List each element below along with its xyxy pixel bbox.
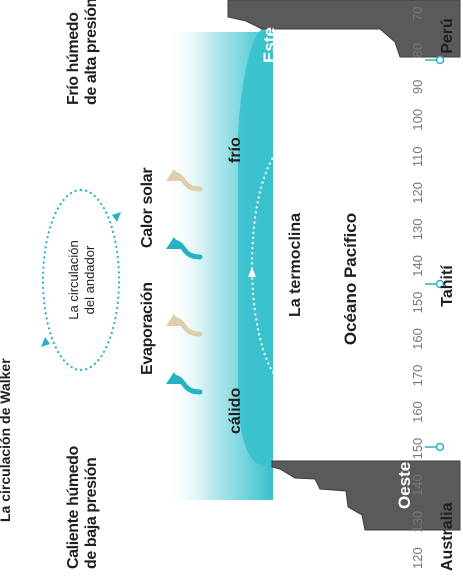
longitude-tick-label: 150 bbox=[410, 438, 425, 460]
thermocline-label: La termoclina bbox=[287, 213, 304, 317]
longitude-tick-label: 160 bbox=[410, 401, 425, 423]
location-pin-icon bbox=[437, 444, 444, 451]
pressure-right-line-1: Frío húmedo bbox=[65, 12, 82, 105]
longitude-tick-label: 120 bbox=[410, 182, 425, 204]
place-peru: Perú bbox=[439, 18, 456, 54]
place-australia: Australia bbox=[439, 502, 456, 571]
west-landmass bbox=[272, 461, 460, 530]
circulation-label-line-2: del andador bbox=[82, 245, 97, 314]
circulation-label-line-1: La circulación bbox=[66, 240, 81, 320]
solar-heat-label: Calor solar bbox=[139, 168, 156, 248]
page-title: La circulación de Walker bbox=[0, 358, 13, 522]
longitude-tick-label: 140 bbox=[410, 474, 425, 496]
longitude-tick-label: 70 bbox=[410, 7, 425, 21]
longitude-tick-label: 100 bbox=[410, 109, 425, 131]
evaporation-label: Evaporación bbox=[139, 282, 156, 375]
circulation-loop-icon bbox=[41, 190, 121, 370]
longitude-tick-label: 170 bbox=[410, 365, 425, 387]
longitude-tick-label: 140 bbox=[410, 255, 425, 277]
warm-label: cálido bbox=[227, 388, 244, 434]
longitude-tick-label: 80 bbox=[410, 43, 425, 57]
pressure-left-line-2: de baja presión bbox=[83, 458, 100, 569]
longitude-tick-label: 150 bbox=[410, 292, 425, 314]
longitude-tick-label: 120 bbox=[410, 547, 425, 569]
cold-label: frío bbox=[227, 137, 244, 163]
place-tahiti: Tahití bbox=[439, 265, 456, 307]
longitude-tick-label: 110 bbox=[410, 146, 425, 167]
ocean-label: Océano Pacífico bbox=[341, 213, 360, 345]
pressure-right-line-2: de alta presión bbox=[83, 0, 100, 105]
longitude-tick-label: 130 bbox=[410, 511, 425, 533]
longitude-tick-label: 130 bbox=[410, 218, 425, 240]
pressure-left-line-1: Caliente húmedo bbox=[65, 445, 82, 569]
east-label: Este bbox=[260, 27, 279, 63]
longitude-tick-label: 90 bbox=[410, 80, 425, 94]
location-pin-icon bbox=[437, 57, 444, 64]
longitude-tick-label: 160 bbox=[410, 328, 425, 350]
